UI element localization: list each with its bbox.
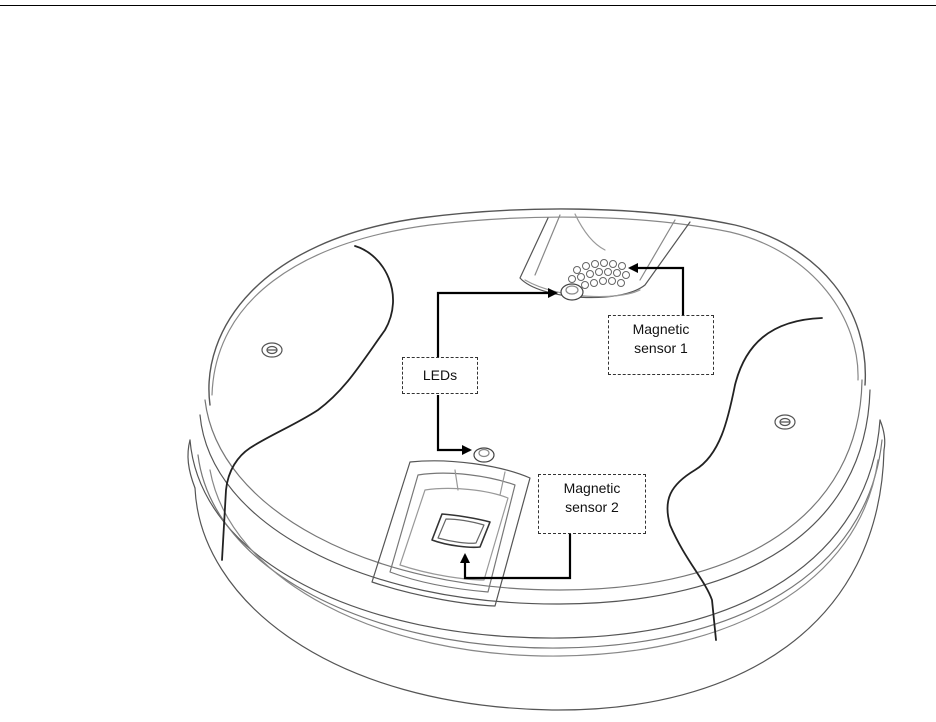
left-panel-seam <box>222 246 393 560</box>
leds-arrow-to-led-2 <box>438 395 470 450</box>
leds-arrow-to-led-1 <box>438 293 556 357</box>
sensor-2-label-line-2: sensor 2 <box>545 498 639 517</box>
device-base-skirt <box>188 420 885 710</box>
magnetic-sensor-2-square <box>432 514 490 547</box>
leds-callout: LEDs <box>402 357 478 394</box>
magnetic-sensor-1-callout: Magnetic sensor 1 <box>608 315 714 375</box>
magnetic-sensor-2-callout: Magnetic sensor 2 <box>538 474 646 534</box>
sensor-2-arrow <box>465 532 570 578</box>
right-screw-icon <box>775 415 795 429</box>
led-2-icon <box>474 448 494 462</box>
led-1-icon <box>561 284 583 300</box>
magnetic-sensor-1-dots <box>569 260 630 289</box>
device-rim <box>190 380 882 656</box>
sensor-1-label-line-2: sensor 1 <box>615 339 707 358</box>
leds-label: LEDs <box>409 362 471 389</box>
top-sensor-channel <box>520 214 690 298</box>
sensor-1-label-line-1: Magnetic <box>615 320 707 339</box>
left-screw-icon <box>262 343 282 357</box>
sensor-2-label-line-1: Magnetic <box>545 479 639 498</box>
device-top-surface <box>209 209 865 405</box>
